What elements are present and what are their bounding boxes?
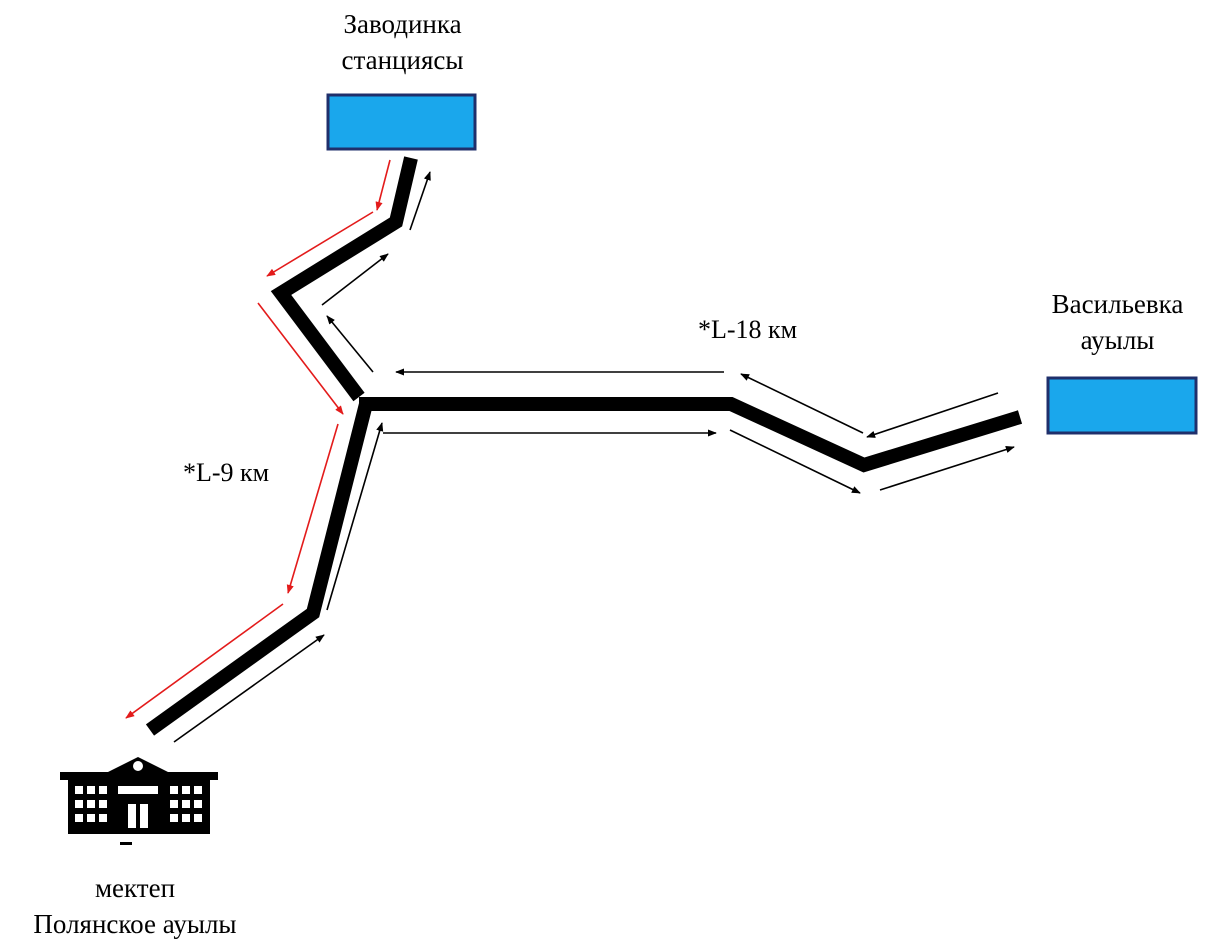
road-to-zavodinka	[270, 156, 418, 402]
red-arrow-2	[266, 211, 374, 277]
zavodinka-station-box	[326, 93, 477, 151]
arrow-vas-return-1	[866, 392, 999, 438]
vasilyevka-label-line2: ауылы	[1080, 325, 1155, 355]
arrow-east-down	[729, 429, 861, 494]
road-to-vasilyevka	[359, 397, 1023, 473]
vasilyevka-label-line1: Васильевка	[1051, 289, 1184, 319]
road	[145, 156, 1023, 736]
zavodinka-label-line1: Заводинка	[343, 9, 462, 39]
arrow-east-up	[879, 446, 1015, 491]
arrow-school-up-1	[173, 634, 325, 743]
zavodinka-label-line2: станциясы	[341, 45, 464, 75]
arrow-junction-north-2	[321, 253, 389, 306]
school-label-line2: Полянское ауылы	[33, 909, 237, 939]
arrow-junction-north-3	[409, 171, 431, 231]
return-arrows	[125, 159, 391, 719]
red-arrow-3	[257, 302, 344, 415]
distance-label-vasilyevka: *L-18 км	[698, 315, 798, 344]
school-building-icon	[60, 757, 218, 845]
school-label-line1: мектеп	[94, 873, 176, 903]
school-label: мектеп Полянское ауылы	[0, 870, 270, 942]
arrow-school-up-2	[326, 422, 384, 611]
vasilyevka-village-label: Васильевка ауылы	[1030, 286, 1205, 358]
zavodinka-station-label: Заводинка станциясы	[300, 6, 505, 78]
road-to-school	[145, 402, 373, 736]
red-arrow-4	[286, 423, 339, 594]
distance-label-school: *L-9 км	[183, 458, 270, 487]
vasilyevka-village-box	[1046, 376, 1198, 435]
arrow-vas-return-2	[740, 373, 864, 434]
red-arrow-5	[125, 603, 284, 719]
arrow-junction-north-1	[326, 315, 374, 373]
red-arrow-1	[375, 159, 391, 211]
route-arrows	[173, 171, 1015, 743]
